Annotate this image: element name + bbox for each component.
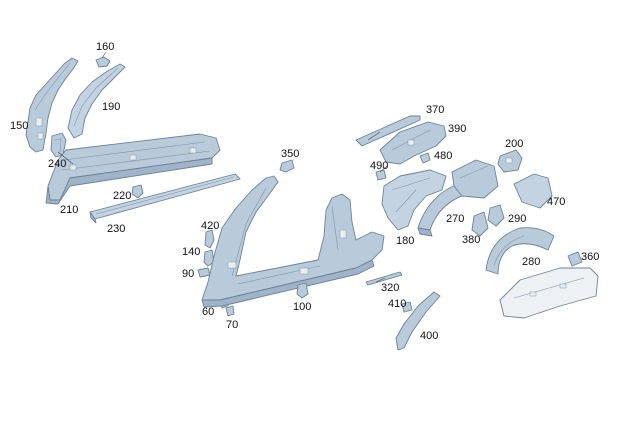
leader-lines xyxy=(57,51,388,283)
part-190[interactable] xyxy=(67,63,126,139)
part-420[interactable] xyxy=(204,229,215,249)
callout-220[interactable]: 220 xyxy=(113,190,132,202)
callout-180[interactable]: 180 xyxy=(396,235,415,247)
callout-320[interactable]: 320 xyxy=(381,282,400,294)
part-290[interactable] xyxy=(487,204,505,227)
part-100[interactable] xyxy=(296,282,309,299)
part-210[interactable] xyxy=(45,133,221,205)
part-230[interactable] xyxy=(89,173,241,224)
callout-470[interactable]: 470 xyxy=(547,196,566,208)
callout-150[interactable]: 150 xyxy=(10,120,29,132)
callout-490[interactable]: 490 xyxy=(370,160,389,172)
part-400[interactable] xyxy=(395,291,441,351)
part-360[interactable] xyxy=(499,251,599,319)
callout-230[interactable]: 230 xyxy=(107,223,126,235)
callout-60[interactable]: 60 xyxy=(202,306,215,318)
callout-400[interactable]: 400 xyxy=(420,330,439,342)
callout-200[interactable]: 200 xyxy=(505,138,524,150)
part-140[interactable] xyxy=(203,249,215,267)
part-480[interactable] xyxy=(419,152,431,164)
part-220[interactable] xyxy=(131,184,144,199)
part-370[interactable] xyxy=(355,115,421,147)
part-280[interactable] xyxy=(485,227,555,275)
part-410[interactable] xyxy=(401,301,413,313)
callout-70[interactable]: 70 xyxy=(226,319,239,331)
callout-480[interactable]: 480 xyxy=(434,150,453,162)
part-90[interactable] xyxy=(197,267,211,278)
callout-240[interactable]: 240 xyxy=(48,158,67,170)
part-body-side-frame[interactable] xyxy=(201,175,385,308)
part-150[interactable] xyxy=(25,57,79,153)
part-470[interactable] xyxy=(513,173,553,209)
part-380[interactable] xyxy=(471,211,489,237)
part-160[interactable] xyxy=(95,56,111,68)
callout-290[interactable]: 290 xyxy=(508,213,527,225)
callout-380[interactable]: 380 xyxy=(462,234,481,246)
callout-160[interactable]: 160 xyxy=(96,41,115,53)
callout-420[interactable]: 420 xyxy=(201,220,220,232)
callout-190[interactable]: 190 xyxy=(102,101,121,113)
part-390[interactable] xyxy=(379,121,447,165)
callout-280[interactable]: 280 xyxy=(522,256,541,268)
callout-140[interactable]: 140 xyxy=(182,246,201,258)
part-350[interactable] xyxy=(279,159,295,173)
callout-390[interactable]: 390 xyxy=(448,123,467,135)
callout-90[interactable]: 90 xyxy=(182,268,195,280)
callout-350[interactable]: 350 xyxy=(281,148,300,160)
part-rear-inner-assembly[interactable] xyxy=(451,159,499,199)
part-70[interactable] xyxy=(225,305,235,317)
callout-210[interactable]: 210 xyxy=(60,204,79,216)
callout-100[interactable]: 100 xyxy=(293,301,312,313)
part-180[interactable] xyxy=(381,169,447,231)
part-200[interactable] xyxy=(497,149,523,173)
callout-370[interactable]: 370 xyxy=(426,104,445,116)
callout-410[interactable]: 410 xyxy=(388,298,407,310)
callout-270[interactable]: 270 xyxy=(446,213,465,225)
callout-360[interactable]: 360 xyxy=(581,251,600,263)
